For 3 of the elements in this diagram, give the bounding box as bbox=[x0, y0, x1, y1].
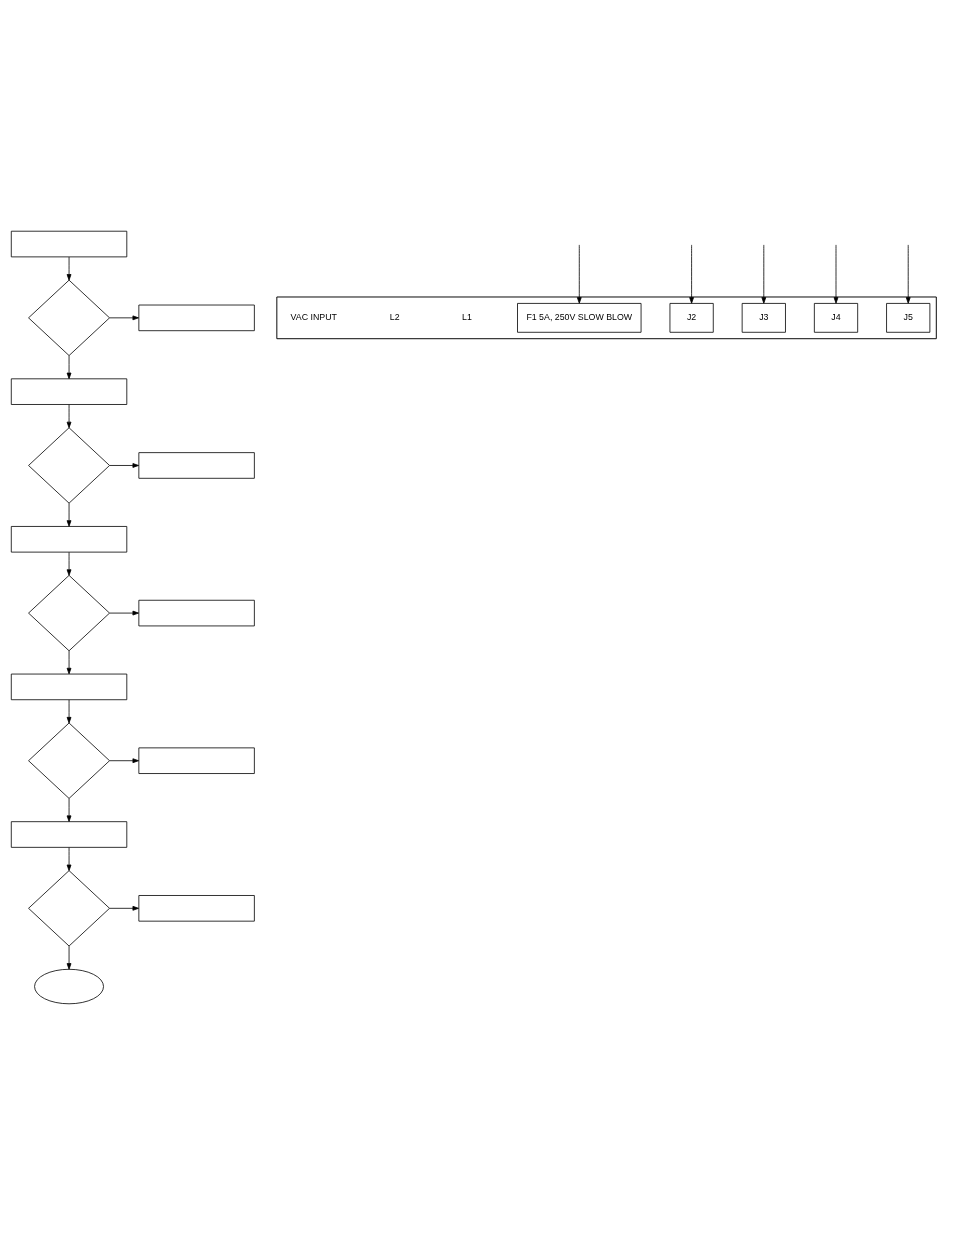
label: VAC INPUT bbox=[290, 312, 337, 323]
label: L1 bbox=[462, 312, 472, 323]
label: L2 bbox=[389, 312, 400, 323]
